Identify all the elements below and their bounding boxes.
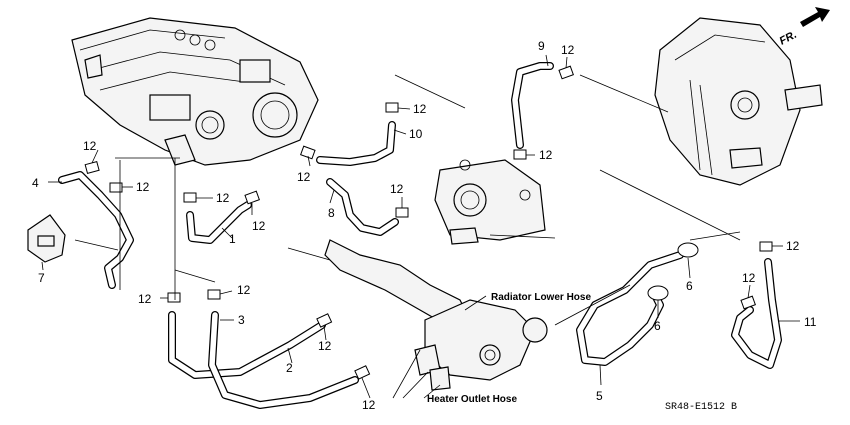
callout-6: 6 <box>686 279 693 293</box>
callout-12: 12 <box>136 180 150 194</box>
callout-12: 12 <box>362 398 376 412</box>
callout-7: 7 <box>38 271 45 285</box>
callout-12: 12 <box>252 219 266 233</box>
water-outlet <box>324 239 548 391</box>
diagram-code: SR48-E1512 B <box>665 402 737 413</box>
callout-numbers: 4 12 12 12 12 1 7 12 12 3 2 12 12 12 10 … <box>32 39 817 412</box>
callout-9: 9 <box>538 39 545 53</box>
callout-12: 12 <box>138 292 152 306</box>
callout-6: 6 <box>654 319 661 333</box>
radiator-lower-hose-label: Radiator Lower Hose <box>491 292 591 303</box>
callout-12: 12 <box>786 239 800 253</box>
callout-11: 11 <box>804 315 817 329</box>
callout-12: 12 <box>561 43 575 57</box>
callout-4: 4 <box>32 176 39 190</box>
intake-manifold <box>71 17 319 166</box>
heater-outlet-hose-label: Heater Outlet Hose <box>427 394 517 405</box>
callout-12: 12 <box>318 339 332 353</box>
callout-12: 12 <box>216 191 230 205</box>
callout-2: 2 <box>286 361 293 375</box>
callout-10: 10 <box>409 127 423 141</box>
callout-8: 8 <box>328 206 335 220</box>
hoses <box>58 62 782 409</box>
callout-5: 5 <box>596 389 603 403</box>
clamps <box>84 65 773 380</box>
front-direction-arrow-icon <box>800 7 830 27</box>
front-indicator: FR. <box>778 29 799 48</box>
engine-housing <box>654 17 823 186</box>
leader-lines <box>41 54 800 399</box>
callout-12: 12 <box>742 271 756 285</box>
callout-12: 12 <box>390 182 404 196</box>
callout-12: 12 <box>539 148 553 162</box>
callout-12: 12 <box>83 139 97 153</box>
callout-1: 1 <box>229 232 236 246</box>
part-7-bracket <box>27 214 66 263</box>
water-flange <box>434 159 546 245</box>
callout-3: 3 <box>238 313 245 327</box>
callout-12: 12 <box>237 283 251 297</box>
callout-12: 12 <box>297 170 311 184</box>
callout-12: 12 <box>413 102 427 116</box>
